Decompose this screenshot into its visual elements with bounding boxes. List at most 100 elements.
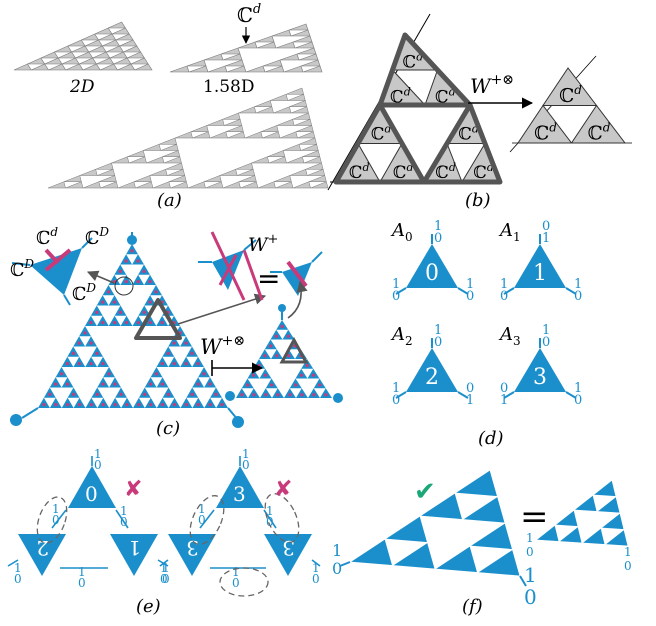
lattice-cell <box>123 45 142 53</box>
tensor-dot <box>89 402 94 407</box>
tensor-cell <box>461 495 506 524</box>
leg-index: 1 <box>242 447 250 461</box>
sierpinski-cell <box>168 175 187 182</box>
tensor-dot <box>264 393 268 397</box>
lattice-cell <box>92 51 111 59</box>
tensor-bottom-left: 2 <box>18 534 66 576</box>
hole <box>313 388 326 398</box>
lattice-cell <box>115 33 134 41</box>
hole <box>67 356 80 367</box>
cell <box>570 104 627 144</box>
tensor-cell <box>534 524 560 542</box>
tensor-cell <box>557 525 583 544</box>
panel-e-label: (e) <box>136 596 161 617</box>
lattice-cell <box>61 57 80 65</box>
tensor-bottom-left: 3 <box>168 534 216 576</box>
cd-symbol: ℂd <box>403 50 424 72</box>
sierpinski-cell <box>222 112 241 120</box>
sierpinski-cell <box>260 125 279 132</box>
leg-index: 1 <box>542 323 550 338</box>
leg-index: 1 <box>524 563 537 587</box>
tensor-dot <box>300 393 304 397</box>
sierpinski-cell <box>296 47 317 55</box>
tensor-dot <box>118 310 123 314</box>
sierpinski-cell <box>300 59 321 67</box>
lattice-cell <box>88 45 107 53</box>
sierpinski-cell <box>276 118 295 126</box>
block-outline <box>333 102 427 185</box>
tensor-index: 3 <box>282 536 295 560</box>
sierpinski-cell <box>149 168 168 176</box>
sierpinski-cell <box>224 59 245 67</box>
sierpinski-cell <box>300 143 319 151</box>
tensor-name: A1 <box>498 220 521 244</box>
tensor-dot <box>160 382 165 386</box>
tensor-dot <box>124 279 128 284</box>
sierpinski-cell <box>143 143 162 151</box>
tensor-cell <box>580 527 606 545</box>
hole <box>301 368 314 379</box>
cd-symbol: ℂd <box>458 123 479 145</box>
cd-symbol: ℂd <box>393 161 414 183</box>
cross-mark: ✘ <box>274 477 292 502</box>
hole <box>103 377 115 388</box>
sierpinski-cell <box>237 168 256 176</box>
tensor-dot <box>274 334 279 338</box>
tensor-dot <box>196 402 200 407</box>
sierpinski-cell <box>289 100 308 107</box>
leg-index: 0 <box>434 335 442 350</box>
tensor-cell <box>418 492 464 520</box>
leg-index: 0 <box>162 572 170 586</box>
sierpinski-cell <box>270 93 289 101</box>
tensor-dot <box>101 382 105 386</box>
sierpinski-cell <box>268 156 287 164</box>
leg-index: 0 <box>120 515 128 529</box>
tensor-top: 0 <box>68 466 116 508</box>
tensor-dot <box>89 361 93 366</box>
lattice-cell <box>127 51 145 59</box>
leg-index: 1 <box>624 545 632 559</box>
leg-index: 0 <box>332 559 342 578</box>
sierpinski-cell <box>82 181 101 189</box>
sierpinski-cell <box>279 53 300 61</box>
lattice-cell <box>96 57 115 65</box>
w-plus-tensor: W+ = <box>198 231 323 301</box>
tensor-dot <box>118 269 122 273</box>
hole <box>162 397 175 408</box>
tensor-dot <box>124 320 129 325</box>
boundary-node <box>232 416 244 428</box>
tensor-dot <box>172 361 176 366</box>
hole <box>150 377 163 388</box>
sierpinski-cell <box>262 131 281 139</box>
sierpinski-cell <box>192 131 211 139</box>
tensor-triangle <box>514 348 566 392</box>
tensor-dot <box>166 351 170 355</box>
tensor-cell <box>599 512 625 530</box>
leg-index: 1 <box>94 447 102 461</box>
lattice-cell <box>65 63 84 71</box>
sierpinski-cell <box>257 181 276 189</box>
sierpinski-cell <box>292 181 311 189</box>
tensor-dot <box>83 331 87 335</box>
boundary-node <box>278 304 286 312</box>
sierpinski-cell <box>238 106 257 114</box>
tensor-dot <box>54 402 58 407</box>
tensor-dot <box>136 320 141 325</box>
sierpinski-cell <box>238 175 257 182</box>
sierpinski-cell <box>310 181 329 189</box>
leg-index: 1 <box>78 565 86 579</box>
tensor-dot <box>172 402 177 407</box>
leg-index: 1 <box>466 277 474 292</box>
sierpinski-cell <box>290 106 309 114</box>
tensor-index: 3 <box>233 482 246 506</box>
leg-index: 0 <box>526 545 534 559</box>
label-2d: 2D <box>69 77 95 97</box>
leg-index: 1 <box>574 277 582 292</box>
tensor-cell <box>433 545 479 573</box>
sierpinski-cell <box>135 181 154 189</box>
sierpinski-cell <box>227 131 246 139</box>
